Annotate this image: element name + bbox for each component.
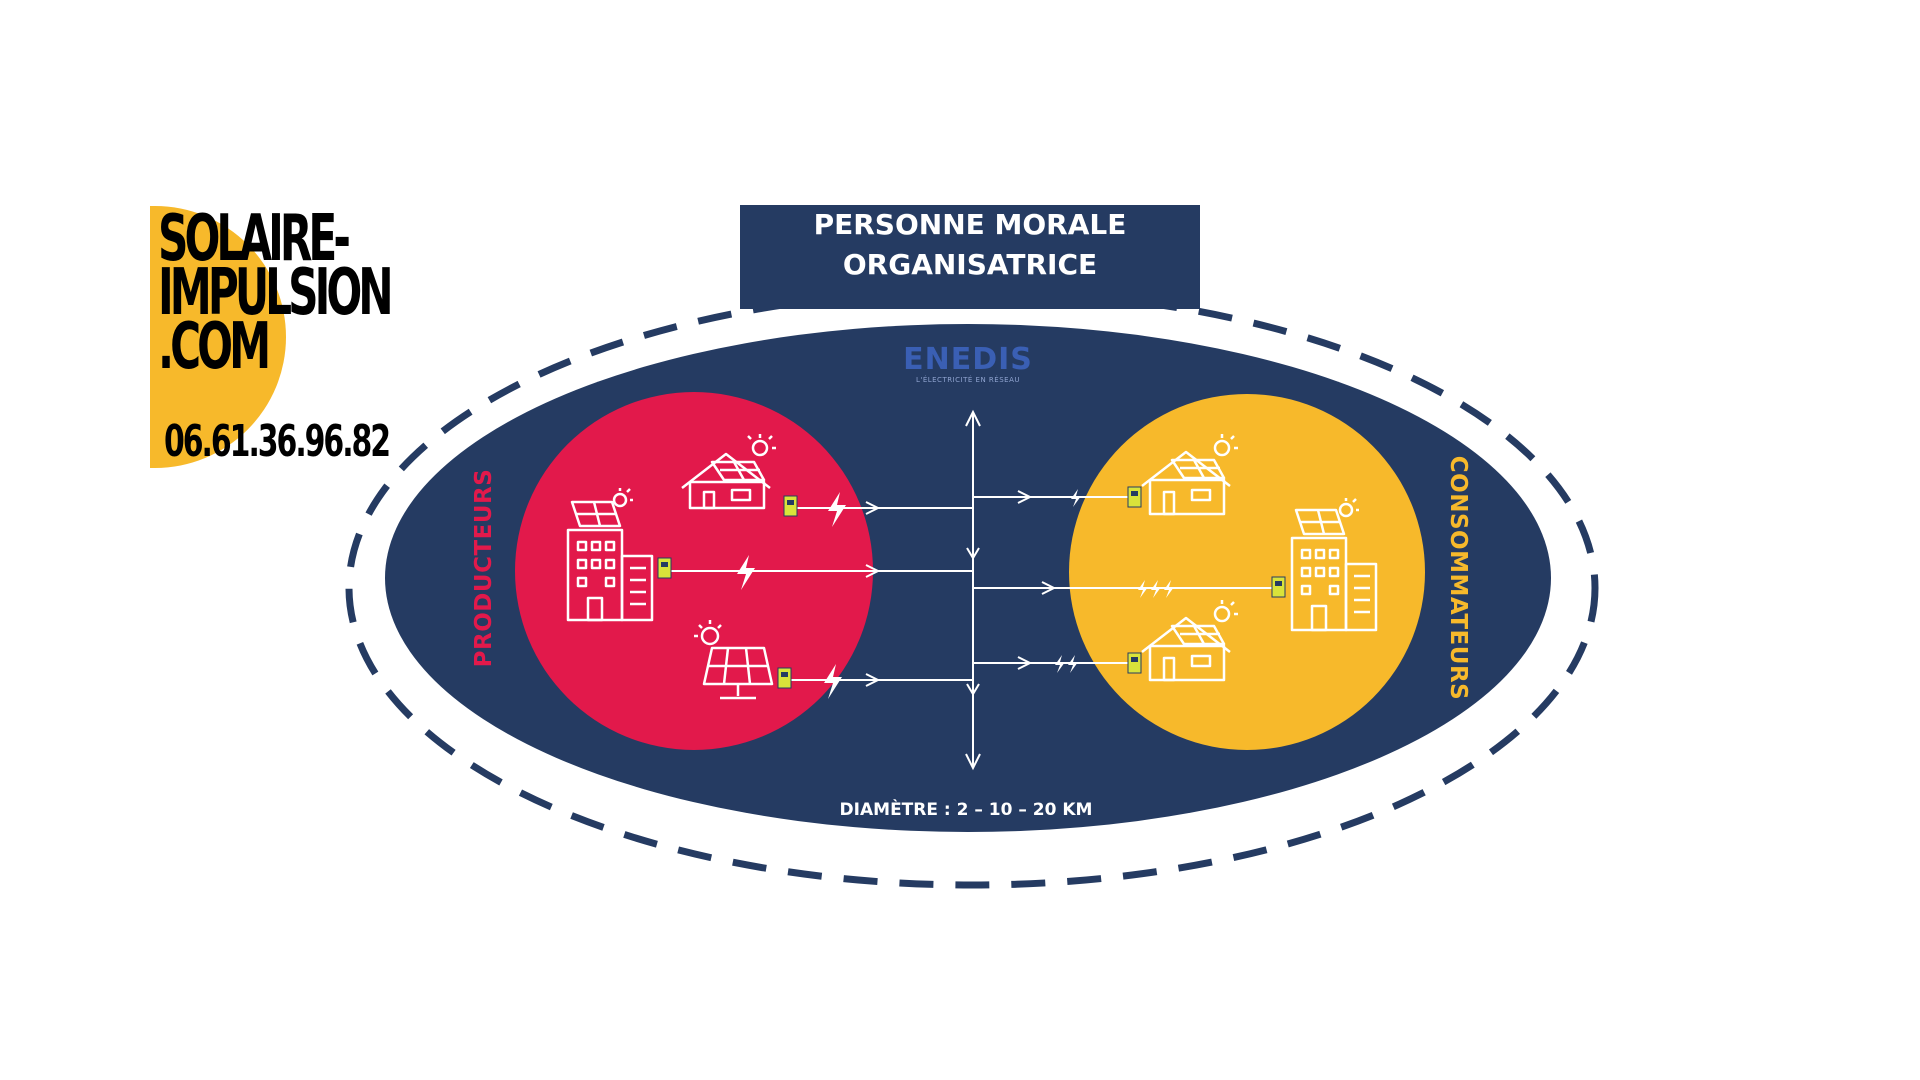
house-solar-icon bbox=[1141, 434, 1238, 516]
meter-icon bbox=[1127, 486, 1142, 508]
building-solar-icon bbox=[566, 488, 654, 622]
brand-line-3: .COM bbox=[158, 310, 271, 384]
organizer-line-1: PERSONNE MORALE bbox=[813, 208, 1127, 241]
grid-bus bbox=[965, 409, 981, 771]
lightning-icon bbox=[737, 555, 755, 590]
brand-phone: 06.61.36.96.82 bbox=[164, 416, 391, 467]
enedis-name: ENEDIS bbox=[903, 342, 1033, 377]
lightning-icon bbox=[824, 664, 842, 699]
brand-name: SOLAIRE- IMPULSION .COM bbox=[158, 202, 394, 384]
diameter-label: DIAMÈTRE : 2 – 10 – 20 KM bbox=[839, 800, 1093, 820]
consumers-circle bbox=[1069, 394, 1425, 750]
lightning-icon bbox=[1164, 580, 1174, 598]
organizer-box: PERSONNE MORALE ORGANISATRICE bbox=[740, 205, 1200, 309]
meter-icon bbox=[1271, 576, 1286, 598]
organizer-line-2: ORGANISATRICE bbox=[842, 248, 1098, 281]
lightning-icon bbox=[1151, 580, 1161, 598]
lightning-icon bbox=[1138, 580, 1148, 598]
producer-icons bbox=[566, 434, 776, 700]
meter-icon bbox=[1127, 652, 1142, 674]
meter-icon bbox=[783, 495, 798, 517]
producer-links bbox=[670, 501, 973, 687]
house-solar-icon bbox=[1141, 600, 1238, 682]
lightning-icon bbox=[828, 492, 846, 527]
meter-icon bbox=[657, 557, 672, 579]
energy-bolts bbox=[737, 489, 1174, 699]
consumer-links bbox=[973, 490, 1272, 670]
lightning-icon bbox=[1068, 655, 1078, 673]
producers-label: PRODUCTEURS bbox=[471, 468, 497, 668]
building-solar-icon bbox=[1290, 498, 1378, 632]
solar-panel-icon bbox=[694, 620, 774, 700]
brand-logo: SOLAIRE- IMPULSION .COM 06.61.36.96.82 bbox=[150, 206, 450, 468]
brand-line-2: IMPULSION bbox=[158, 256, 394, 330]
perimeter-dashed-ring bbox=[345, 287, 1599, 889]
brand-line-1: SOLAIRE- bbox=[158, 202, 351, 276]
consumers-label: CONSOMMATEURS bbox=[1445, 455, 1471, 701]
house-solar-icon bbox=[681, 434, 776, 510]
meter-icon bbox=[777, 667, 792, 689]
enedis-tagline: L'ÉLECTRICITÉ EN RÉSEAU bbox=[915, 376, 1020, 384]
meters bbox=[657, 486, 1286, 689]
enedis-logo: ENEDIS L'ÉLECTRICITÉ EN RÉSEAU bbox=[903, 342, 1033, 385]
consumer-icons bbox=[1141, 434, 1378, 682]
lightning-icon bbox=[1071, 489, 1081, 507]
lightning-icon bbox=[1055, 655, 1065, 673]
